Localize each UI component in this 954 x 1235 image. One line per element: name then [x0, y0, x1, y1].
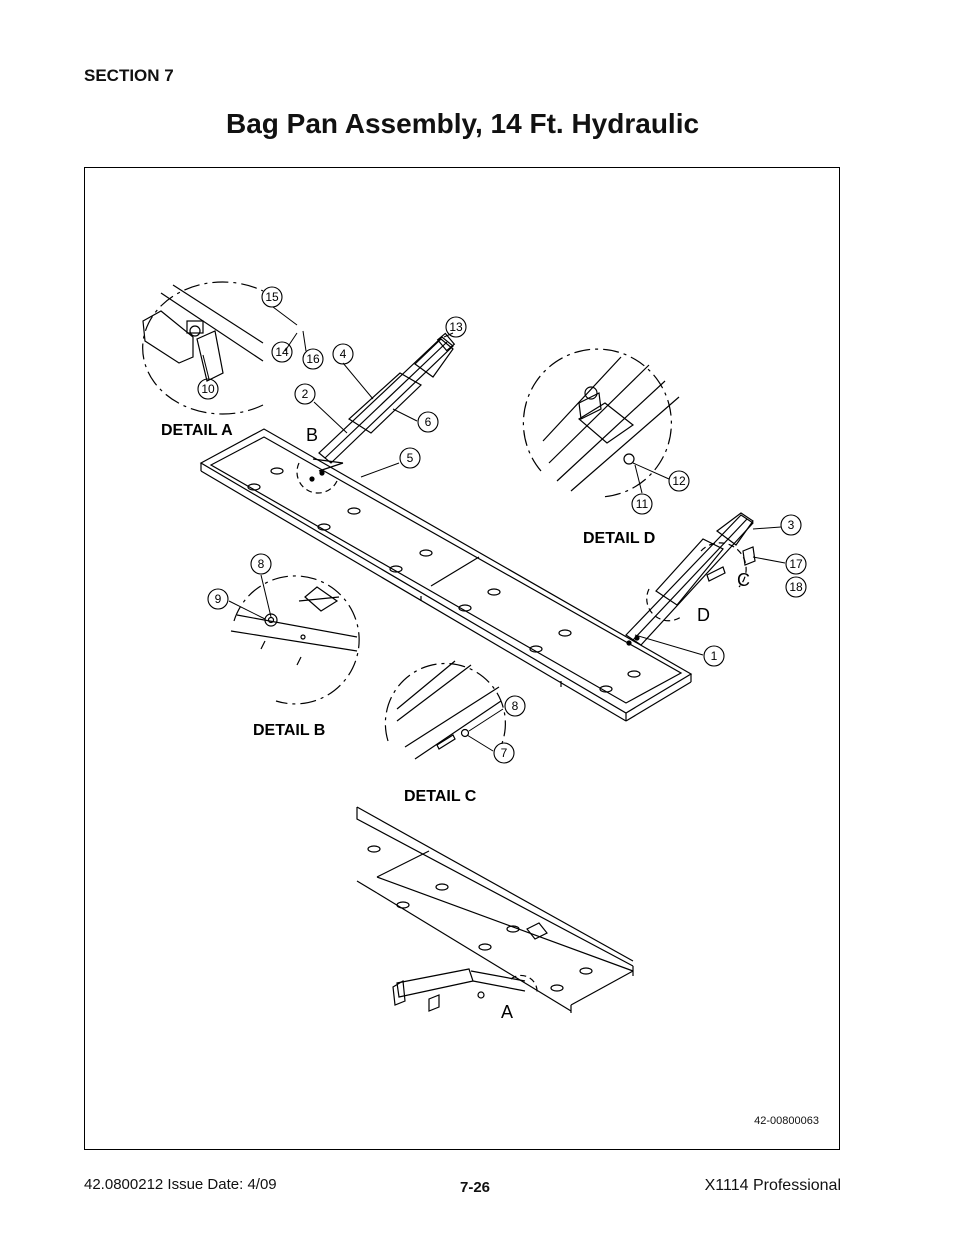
balloon-text-7: 7: [501, 746, 508, 760]
balloon-12: [668, 470, 690, 492]
balloon-4: [332, 343, 354, 365]
footer-page-number: 7-26: [460, 1179, 491, 1196]
callout-c: C: [737, 570, 750, 590]
bag-pan-main: [199, 428, 693, 722]
balloon-14: [271, 341, 293, 363]
balloon-11: [631, 493, 653, 515]
balloon-text-16: 16: [306, 352, 320, 366]
balloon-text-5: 5: [407, 451, 414, 465]
callout-b: B: [306, 425, 318, 445]
balloon-text-8b: 8: [258, 557, 265, 571]
detail-d-view: [522, 348, 680, 498]
left-cylinder: [312, 332, 456, 472]
balloon-text-1: 1: [711, 649, 718, 663]
page-title: Bag Pan Assembly, 14 Ft. Hydraulic: [226, 108, 700, 139]
balloon-5: [399, 447, 421, 469]
callout-a: A: [501, 1002, 513, 1022]
balloon-15: [261, 286, 283, 308]
balloon-10: [197, 378, 219, 400]
balloon-8b: [250, 553, 272, 575]
footer-product: X1114 Professional: [704, 1177, 841, 1194]
balloon-9: [207, 588, 229, 610]
detail-b-label: DETAIL B: [253, 722, 325, 739]
assembly-drawing: 1 2 3 4 5 6 7 8 8 9 10 11 12 13 14 15 16…: [142, 281, 807, 1022]
balloon-1: [703, 645, 725, 667]
balloon-text-15: 15: [265, 290, 279, 304]
balloon-text-6: 6: [425, 415, 432, 429]
balloon-text-17: 17: [789, 557, 803, 571]
balloon-6: [417, 411, 439, 433]
footer-doc-issue: 42.0800212 Issue Date: 4/09: [84, 1176, 277, 1193]
balloon-text-4: 4: [340, 347, 347, 361]
drawing-number: 42-00800063: [754, 1115, 819, 1127]
balloon-text-14: 14: [275, 345, 289, 359]
balloon-3: [780, 514, 802, 536]
balloon-text-3: 3: [788, 518, 795, 532]
balloon-text-9: 9: [215, 592, 222, 606]
balloon-18: [785, 576, 807, 598]
bag-pan-lower: [356, 806, 634, 1013]
balloon-text-2: 2: [302, 387, 309, 401]
balloon-7: [493, 742, 515, 764]
balloon-2: [294, 383, 316, 405]
detail-b-view: [230, 575, 360, 705]
balloon-8a: [504, 695, 526, 717]
balloon-text-13: 13: [449, 320, 463, 334]
callout-d: D: [697, 605, 710, 625]
balloon-13: [445, 316, 467, 338]
balloon-17: [785, 553, 807, 575]
section-label: SECTION 7: [84, 66, 174, 85]
detail-a-view: [142, 281, 264, 415]
detail-c-label: DETAIL C: [404, 788, 477, 805]
leader-lines: [202, 306, 786, 752]
balloons: [197, 286, 807, 764]
detail-a-label: DETAIL A: [161, 422, 233, 439]
balloon-text-18: 18: [789, 580, 803, 594]
detail-d-label: DETAIL D: [583, 530, 655, 547]
balloon-text-12: 12: [672, 474, 686, 488]
balloon-text-8a: 8: [512, 699, 519, 713]
drawing-frame: 1 2 3 4 5 6 7 8 8 9 10 11 12 13 14 15 16…: [84, 167, 840, 1150]
detail-c-view: [384, 660, 506, 760]
right-cylinder: [625, 512, 756, 646]
balloon-16: [302, 348, 324, 370]
balloon-text-10: 10: [201, 382, 215, 396]
balloon-text-11: 11: [636, 497, 649, 511]
